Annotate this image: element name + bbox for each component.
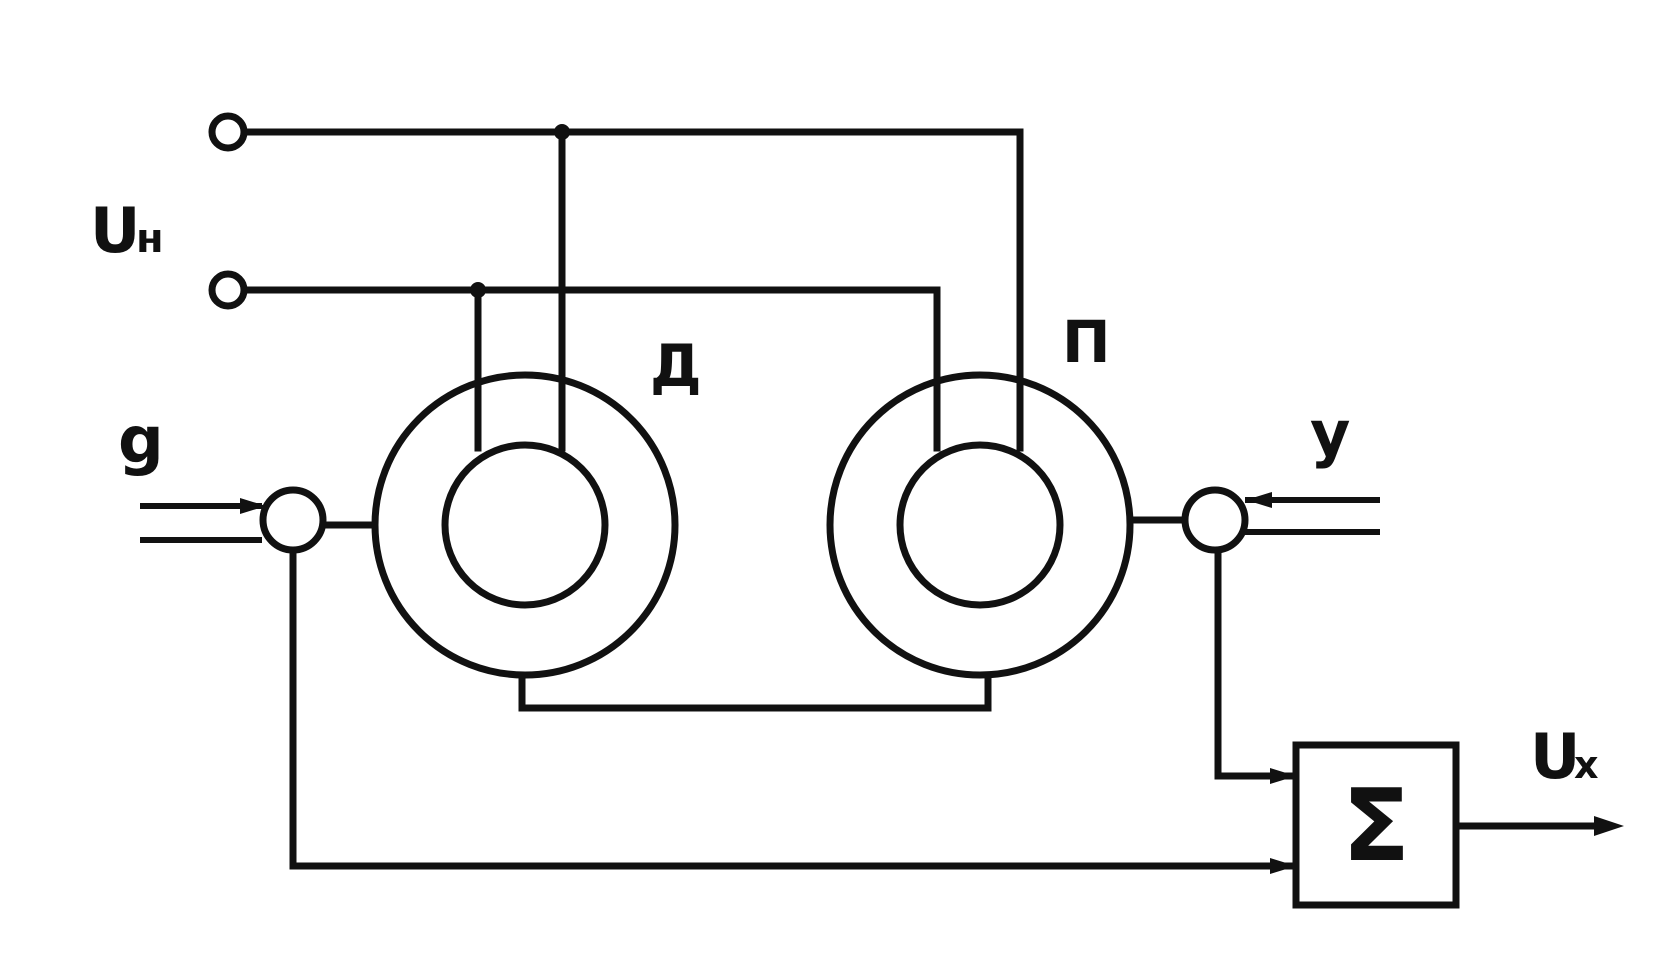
junction-bottom — [470, 282, 486, 298]
sensor-synchro — [371, 371, 679, 679]
input-label: g — [118, 404, 164, 478]
supply-label: U — [90, 194, 140, 267]
summer-label: Σ — [1342, 767, 1410, 884]
feedback-to-summer-wire — [1214, 546, 1296, 780]
receiver-synchro — [826, 371, 1134, 679]
supply-wire-bottom — [240, 286, 941, 424]
input-to-summer-arrow — [1270, 858, 1296, 874]
feedback-to-summer-arrow — [1270, 768, 1296, 784]
input-shaft — [140, 486, 379, 554]
junction-top — [554, 124, 570, 140]
output-arrow — [1594, 816, 1624, 836]
synchro-link-wire — [518, 671, 992, 712]
sensor-label: Д — [650, 332, 702, 400]
supply-label-subscript: н — [136, 216, 164, 262]
feedback-shaft — [1126, 486, 1380, 554]
receiver-label: П — [1062, 308, 1111, 376]
output-label-subscript: x — [1574, 743, 1599, 787]
feedback-label: y — [1310, 397, 1350, 470]
supply-terminal-top — [208, 112, 248, 152]
input-to-summer-wire — [289, 546, 1296, 870]
supply-wire-top — [240, 128, 1024, 424]
supply-terminal-bottom — [208, 270, 248, 310]
output-label: U — [1530, 720, 1580, 793]
